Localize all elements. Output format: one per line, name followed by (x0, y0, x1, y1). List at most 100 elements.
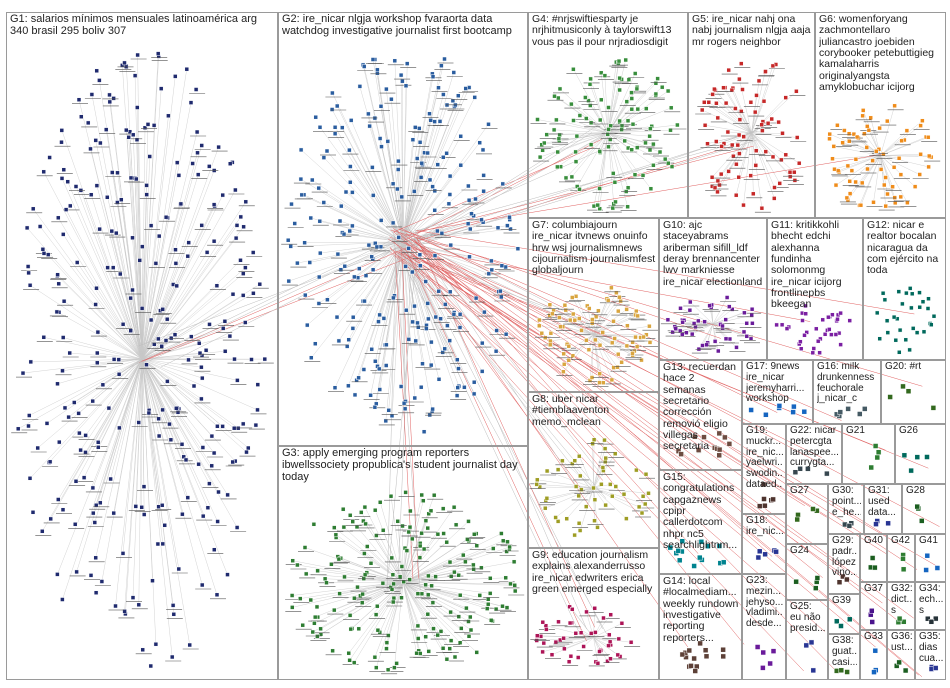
edge (97, 352, 143, 360)
group-box-g12[interactable]: G12: nicar e realtor bocalan nicaragua d… (863, 218, 946, 360)
group-box-g29[interactable]: G29: padr... lópez vino... (828, 534, 860, 594)
node (425, 592, 431, 598)
node (312, 614, 318, 620)
edge (358, 581, 404, 629)
node (484, 606, 490, 611)
group-box-g36[interactable]: G36: ust... (887, 630, 915, 680)
inter-group-edge (149, 233, 414, 362)
node (27, 283, 33, 288)
group-box-g18[interactable]: G18: ire_nic... (742, 514, 786, 574)
node (156, 336, 161, 342)
group-box-g9[interactable]: G9: education journalism explains alexan… (528, 548, 659, 680)
group-box-g5[interactable]: G5: ire_nicar nahj ona nabj journalism n… (688, 12, 815, 218)
node (468, 614, 473, 620)
node (780, 131, 785, 136)
node (390, 220, 396, 226)
node (448, 242, 454, 248)
node (665, 88, 671, 94)
group-box-g17[interactable]: G17: 9news ire_nicar jeremyharri... work… (742, 360, 813, 424)
node (425, 150, 430, 156)
node (739, 109, 744, 114)
group-box-g33[interactable]: G33 (860, 630, 887, 680)
group-box-g20[interactable]: G20: #rt (881, 360, 946, 424)
edge (347, 241, 404, 347)
group-label-g42: G42 (891, 536, 910, 546)
group-box-g22[interactable]: G22: nicar petercgta lanaspee... currygt… (786, 424, 842, 484)
edge (121, 199, 143, 360)
group-box-g31[interactable]: G31: used data... (864, 484, 902, 534)
node (116, 372, 122, 377)
edge (95, 358, 143, 558)
node (465, 537, 470, 542)
node (173, 74, 178, 79)
node (432, 253, 438, 258)
edge (50, 358, 143, 519)
edge (402, 128, 420, 243)
node (741, 134, 746, 139)
group-box-g16[interactable]: G16: milk drunkenness feuchorale j_nicar… (813, 360, 881, 424)
group-box-g30[interactable]: G30: point... e_he... (828, 484, 864, 534)
group-box-g2[interactable]: G2: ire_nicar nlgja workshop fvaraorta d… (278, 12, 528, 446)
node (574, 133, 580, 139)
node (60, 597, 65, 602)
group-box-g8[interactable]: G8: uber nicar #tiemblaaventon memo_mcle… (528, 392, 659, 548)
node (311, 522, 317, 527)
group-box-g37[interactable]: G37 (860, 582, 887, 630)
group-box-g21[interactable]: G21 (842, 424, 895, 484)
node (122, 60, 127, 66)
group-box-g24[interactable]: G24 (786, 544, 828, 600)
node (400, 523, 405, 529)
node (108, 476, 113, 482)
edge (735, 132, 752, 196)
node (389, 555, 395, 561)
edge (751, 72, 766, 134)
node (398, 384, 404, 389)
node (183, 457, 189, 463)
node (168, 335, 174, 341)
group-box-g40[interactable]: G40 (860, 534, 887, 582)
node (234, 223, 240, 228)
group-box-g25[interactable]: G25: eu não presid... (786, 600, 828, 680)
node (332, 607, 337, 613)
group-box-g13[interactable]: G13: recuerdan hace 2 semanas secretario… (659, 360, 742, 470)
group-box-g1[interactable]: G1: salarios mínimos mensuales latinoamé… (6, 12, 278, 680)
group-box-g39[interactable]: G39 (828, 594, 860, 634)
node (376, 319, 381, 324)
group-box-g35[interactable]: G35: dias cua... (915, 630, 946, 680)
node (93, 302, 98, 307)
edge (141, 156, 150, 360)
group-box-g10[interactable]: G10: ajc staceyabrams ariberman sifill_l… (659, 218, 767, 360)
group-box-g6[interactable]: G6: womenforyang zachmontellaro julianca… (815, 12, 946, 218)
group-box-g23[interactable]: G23: mezin... jehyso... vladimi... desde… (742, 574, 786, 680)
node (482, 309, 487, 315)
edge (402, 124, 489, 243)
group-box-g38[interactable]: G38: guat... casi... (828, 634, 860, 680)
group-box-g3[interactable]: G3: apply emerging program reporters ibw… (278, 446, 528, 680)
group-box-g11[interactable]: G11: kritikkohli bhecht edchi alexhanna … (767, 218, 863, 360)
edge (336, 241, 404, 318)
group-box-g7[interactable]: G7: columbiajourn ire_nicar itvnews onui… (528, 218, 659, 392)
node (632, 172, 638, 177)
group-box-g15[interactable]: G15: congratulations capgaznews cpipr ca… (659, 470, 742, 574)
group-box-g41[interactable]: G41 (915, 534, 946, 582)
group-box-g19[interactable]: G19: muckr... ire_nic... yaelwri... swod… (742, 424, 786, 514)
edge (141, 358, 190, 646)
edge (33, 208, 143, 360)
edge (312, 179, 404, 243)
edge (607, 61, 620, 134)
node (489, 267, 495, 273)
node (369, 254, 374, 259)
group-box-g32[interactable]: G32: dict... s (887, 582, 915, 630)
edge (402, 581, 421, 654)
group-box-g42[interactable]: G42 (887, 534, 915, 582)
group-box-g28[interactable]: G28 (902, 484, 946, 534)
node (133, 504, 139, 509)
node (144, 362, 149, 367)
edge (559, 317, 594, 335)
group-box-g27[interactable]: G27 (786, 484, 828, 544)
group-box-g34[interactable]: G34: ech... s (915, 582, 946, 630)
node (137, 258, 142, 263)
group-box-g26[interactable]: G26 (895, 424, 946, 484)
group-box-g14[interactable]: G14: local #localmediam... weekly rundow… (659, 574, 742, 680)
group-box-g4[interactable]: G4: #nrjswiftiesparty je nrjhitmusiconly… (528, 12, 688, 218)
